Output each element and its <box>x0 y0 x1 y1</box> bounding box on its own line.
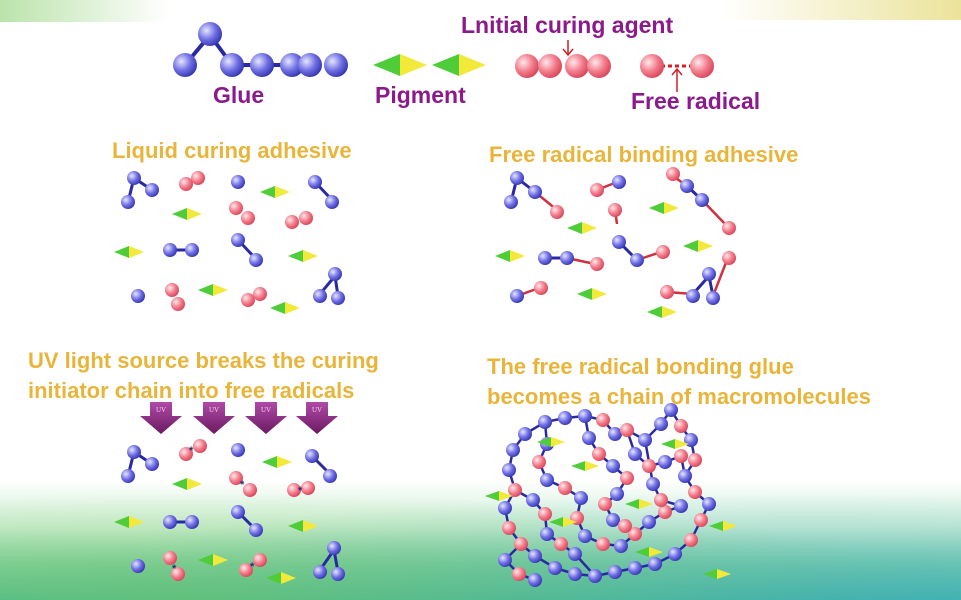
legend-graphic <box>173 22 714 92</box>
uv-arrow-label-4: UV <box>312 406 322 414</box>
legend-pigment-label: Pigment <box>375 82 466 108</box>
svg-text:*: * <box>172 563 177 575</box>
legend-curing-agent-molecule <box>515 40 611 78</box>
background-glow-left <box>0 0 170 22</box>
panel-chain-diagram <box>485 403 737 587</box>
svg-text:*: * <box>189 445 194 457</box>
panel-uv-diagram: UV UV UV UV * * * * * <box>114 402 345 584</box>
legend-free-radical-label: Free radical <box>631 88 761 114</box>
legend-glue-label: Glue <box>213 82 265 108</box>
legend-glue-molecule <box>173 22 348 77</box>
panel-free-radical-binding-title: Free radical binding adhesive <box>489 142 799 167</box>
uv-arrow-label-3: UV <box>261 406 271 414</box>
panel-liquid-diagram <box>114 171 345 314</box>
legend-initial-curing-agent-label: Lnitial curing agent <box>461 12 674 38</box>
svg-text:*: * <box>250 561 255 573</box>
legend-pigment-shapes <box>373 54 486 76</box>
legend-free-radical-molecule <box>640 54 714 92</box>
svg-text:*: * <box>240 479 245 491</box>
uv-arrow-label-1: UV <box>156 406 166 414</box>
panel-chain-title-line2: becomes a chain of macromolecules <box>487 384 871 409</box>
svg-text:*: * <box>298 485 303 497</box>
panel-chain-title-line1: The free radical bonding glue <box>487 354 794 379</box>
panel-free-radical-binding-diagram <box>495 167 736 318</box>
panel-uv-title-line2: initiator chain into free radicals <box>28 378 355 403</box>
uv-arrows <box>140 402 338 434</box>
uv-arrow-label-2: UV <box>209 406 219 414</box>
panel-uv-title-line1: UV light source breaks the curing <box>28 348 379 373</box>
panel-liquid-title: Liquid curing adhesive <box>112 138 352 163</box>
background-glow-right <box>721 0 961 20</box>
